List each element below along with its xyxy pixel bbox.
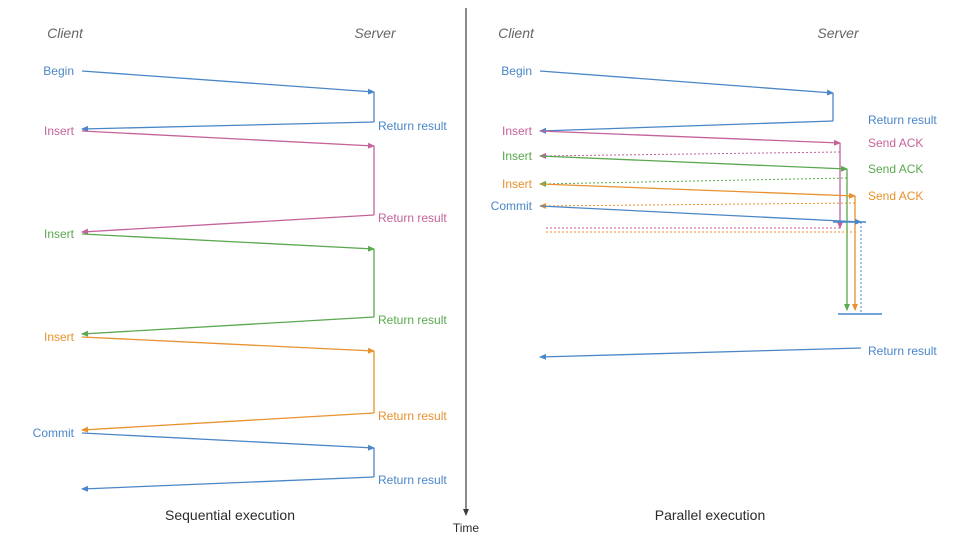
message-label-sequential-1: Return result (378, 119, 447, 133)
message-flow-layer (81, 70, 882, 492)
message-arrow-sequential-4 (81, 233, 375, 252)
message-label-parallel-3: Send ACK (868, 136, 923, 150)
message-arrow-sequential-2 (81, 130, 375, 149)
message-arrow-parallel-9 (539, 347, 862, 360)
message-label-parallel-8: Commit (491, 199, 533, 213)
message-label-sequential-6: Insert (44, 330, 75, 344)
lane-title-server-parallel: Server (817, 25, 860, 41)
message-label-sequential-8: Commit (33, 426, 75, 440)
message-arrow-parallel-3 (539, 151, 841, 159)
message-label-sequential-4: Insert (44, 227, 75, 241)
message-label-parallel-2: Insert (502, 124, 533, 138)
message-arrow-parallel-5 (539, 177, 848, 187)
message-arrow-parallel-1 (539, 120, 834, 134)
message-arrow-parallel-6 (539, 183, 856, 199)
message-arrow-parallel-4 (539, 155, 848, 172)
message-label-parallel-9: Return result (868, 344, 937, 358)
message-label-parallel-4: Insert (502, 149, 533, 163)
message-label-sequential-3: Return result (378, 211, 447, 225)
caption-sequential: Sequential execution (165, 507, 295, 523)
message-arrow-parallel-0 (539, 70, 834, 96)
message-label-parallel-5: Send ACK (868, 162, 923, 176)
lane-title-client-parallel: Client (498, 25, 535, 41)
message-label-parallel-1: Return result (868, 113, 937, 127)
message-arrow-sequential-8 (81, 432, 375, 451)
message-label-sequential-5: Return result (378, 313, 447, 327)
message-arrow-sequential-6 (81, 336, 375, 354)
message-arrow-sequential-1 (81, 121, 375, 132)
lane-title-server-sequential: Server (354, 25, 397, 41)
message-label-parallel-6: Insert (502, 177, 533, 191)
message-label-sequential-0: Begin (43, 64, 74, 78)
message-arrow-sequential-0 (81, 70, 375, 95)
message-arrow-parallel-7 (539, 202, 856, 209)
caption-parallel: Parallel execution (655, 507, 766, 523)
message-arrow-sequential-3 (81, 214, 375, 235)
message-label-sequential-2: Insert (44, 124, 75, 138)
time-axis-label: Time (453, 521, 480, 535)
message-label-sequential-7: Return result (378, 409, 447, 423)
message-arrow-sequential-5 (81, 316, 375, 337)
message-arrow-parallel-8 (539, 205, 862, 225)
message-arrow-parallel-2 (539, 130, 841, 146)
lane-title-client-sequential: Client (47, 25, 84, 41)
message-label-parallel-0: Begin (501, 64, 532, 78)
message-arrow-sequential-9 (81, 476, 375, 492)
message-label-sequential-9: Return result (378, 473, 447, 487)
message-label-parallel-7: Send ACK (868, 189, 923, 203)
message-arrow-sequential-7 (81, 412, 375, 433)
